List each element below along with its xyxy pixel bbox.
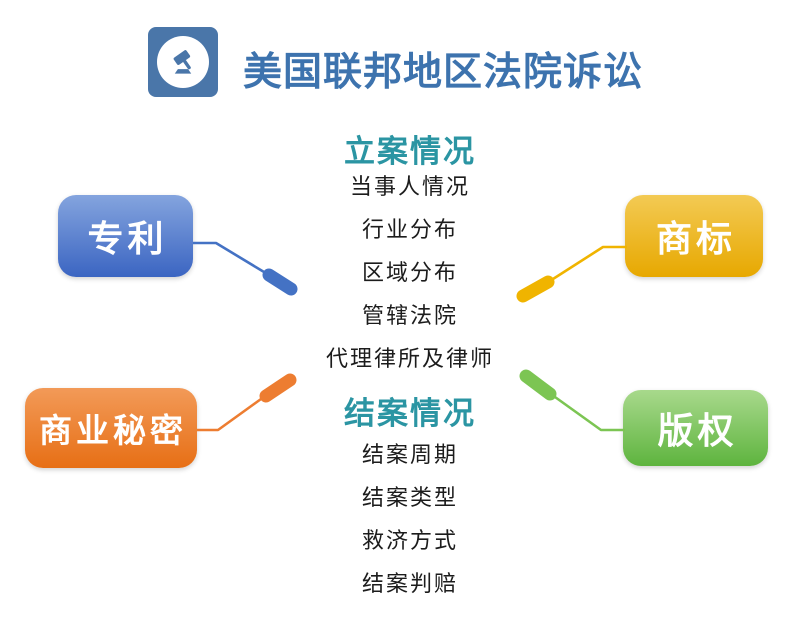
connector-trademark [516,245,627,303]
closing-item-cycle: 结案周期 [361,442,458,467]
connector-copyright [519,369,625,432]
branch-label-trademark: 商标 [655,218,736,260]
page-title: 美国联邦地区法院诉讼 [243,51,644,94]
gavel-icon [148,27,218,97]
branch-label-trade-secret: 商业秘密 [39,411,187,450]
connector-patent [193,241,298,296]
section-title-filing: 立案情况 [344,134,476,170]
branch-label-patent: 专利 [87,218,168,260]
branch-label-copyright: 版权 [657,410,738,452]
closing-item-award: 结案判赔 [361,571,458,596]
connector-trade-secret [197,373,297,432]
branch-box-patent: 专利 [58,195,193,277]
filing-item-region: 区域分布 [361,260,458,285]
section-title-closing: 结案情况 [344,396,476,432]
branch-box-copyright: 版权 [623,390,768,466]
branch-box-trademark: 商标 [625,195,763,277]
branch-box-trade-secret: 商业秘密 [25,388,197,468]
filing-item-parties: 当事人情况 [349,174,470,199]
closing-item-remedy: 救济方式 [361,528,458,553]
closing-item-type: 结案类型 [361,485,458,510]
filing-item-industry: 行业分布 [361,217,458,242]
gavel-glyph [173,50,192,74]
gavel-icon-circle [157,36,209,88]
filing-item-jurisdiction: 管辖法院 [361,303,458,328]
filing-item-law-firms: 代理律所及律师 [325,346,494,371]
